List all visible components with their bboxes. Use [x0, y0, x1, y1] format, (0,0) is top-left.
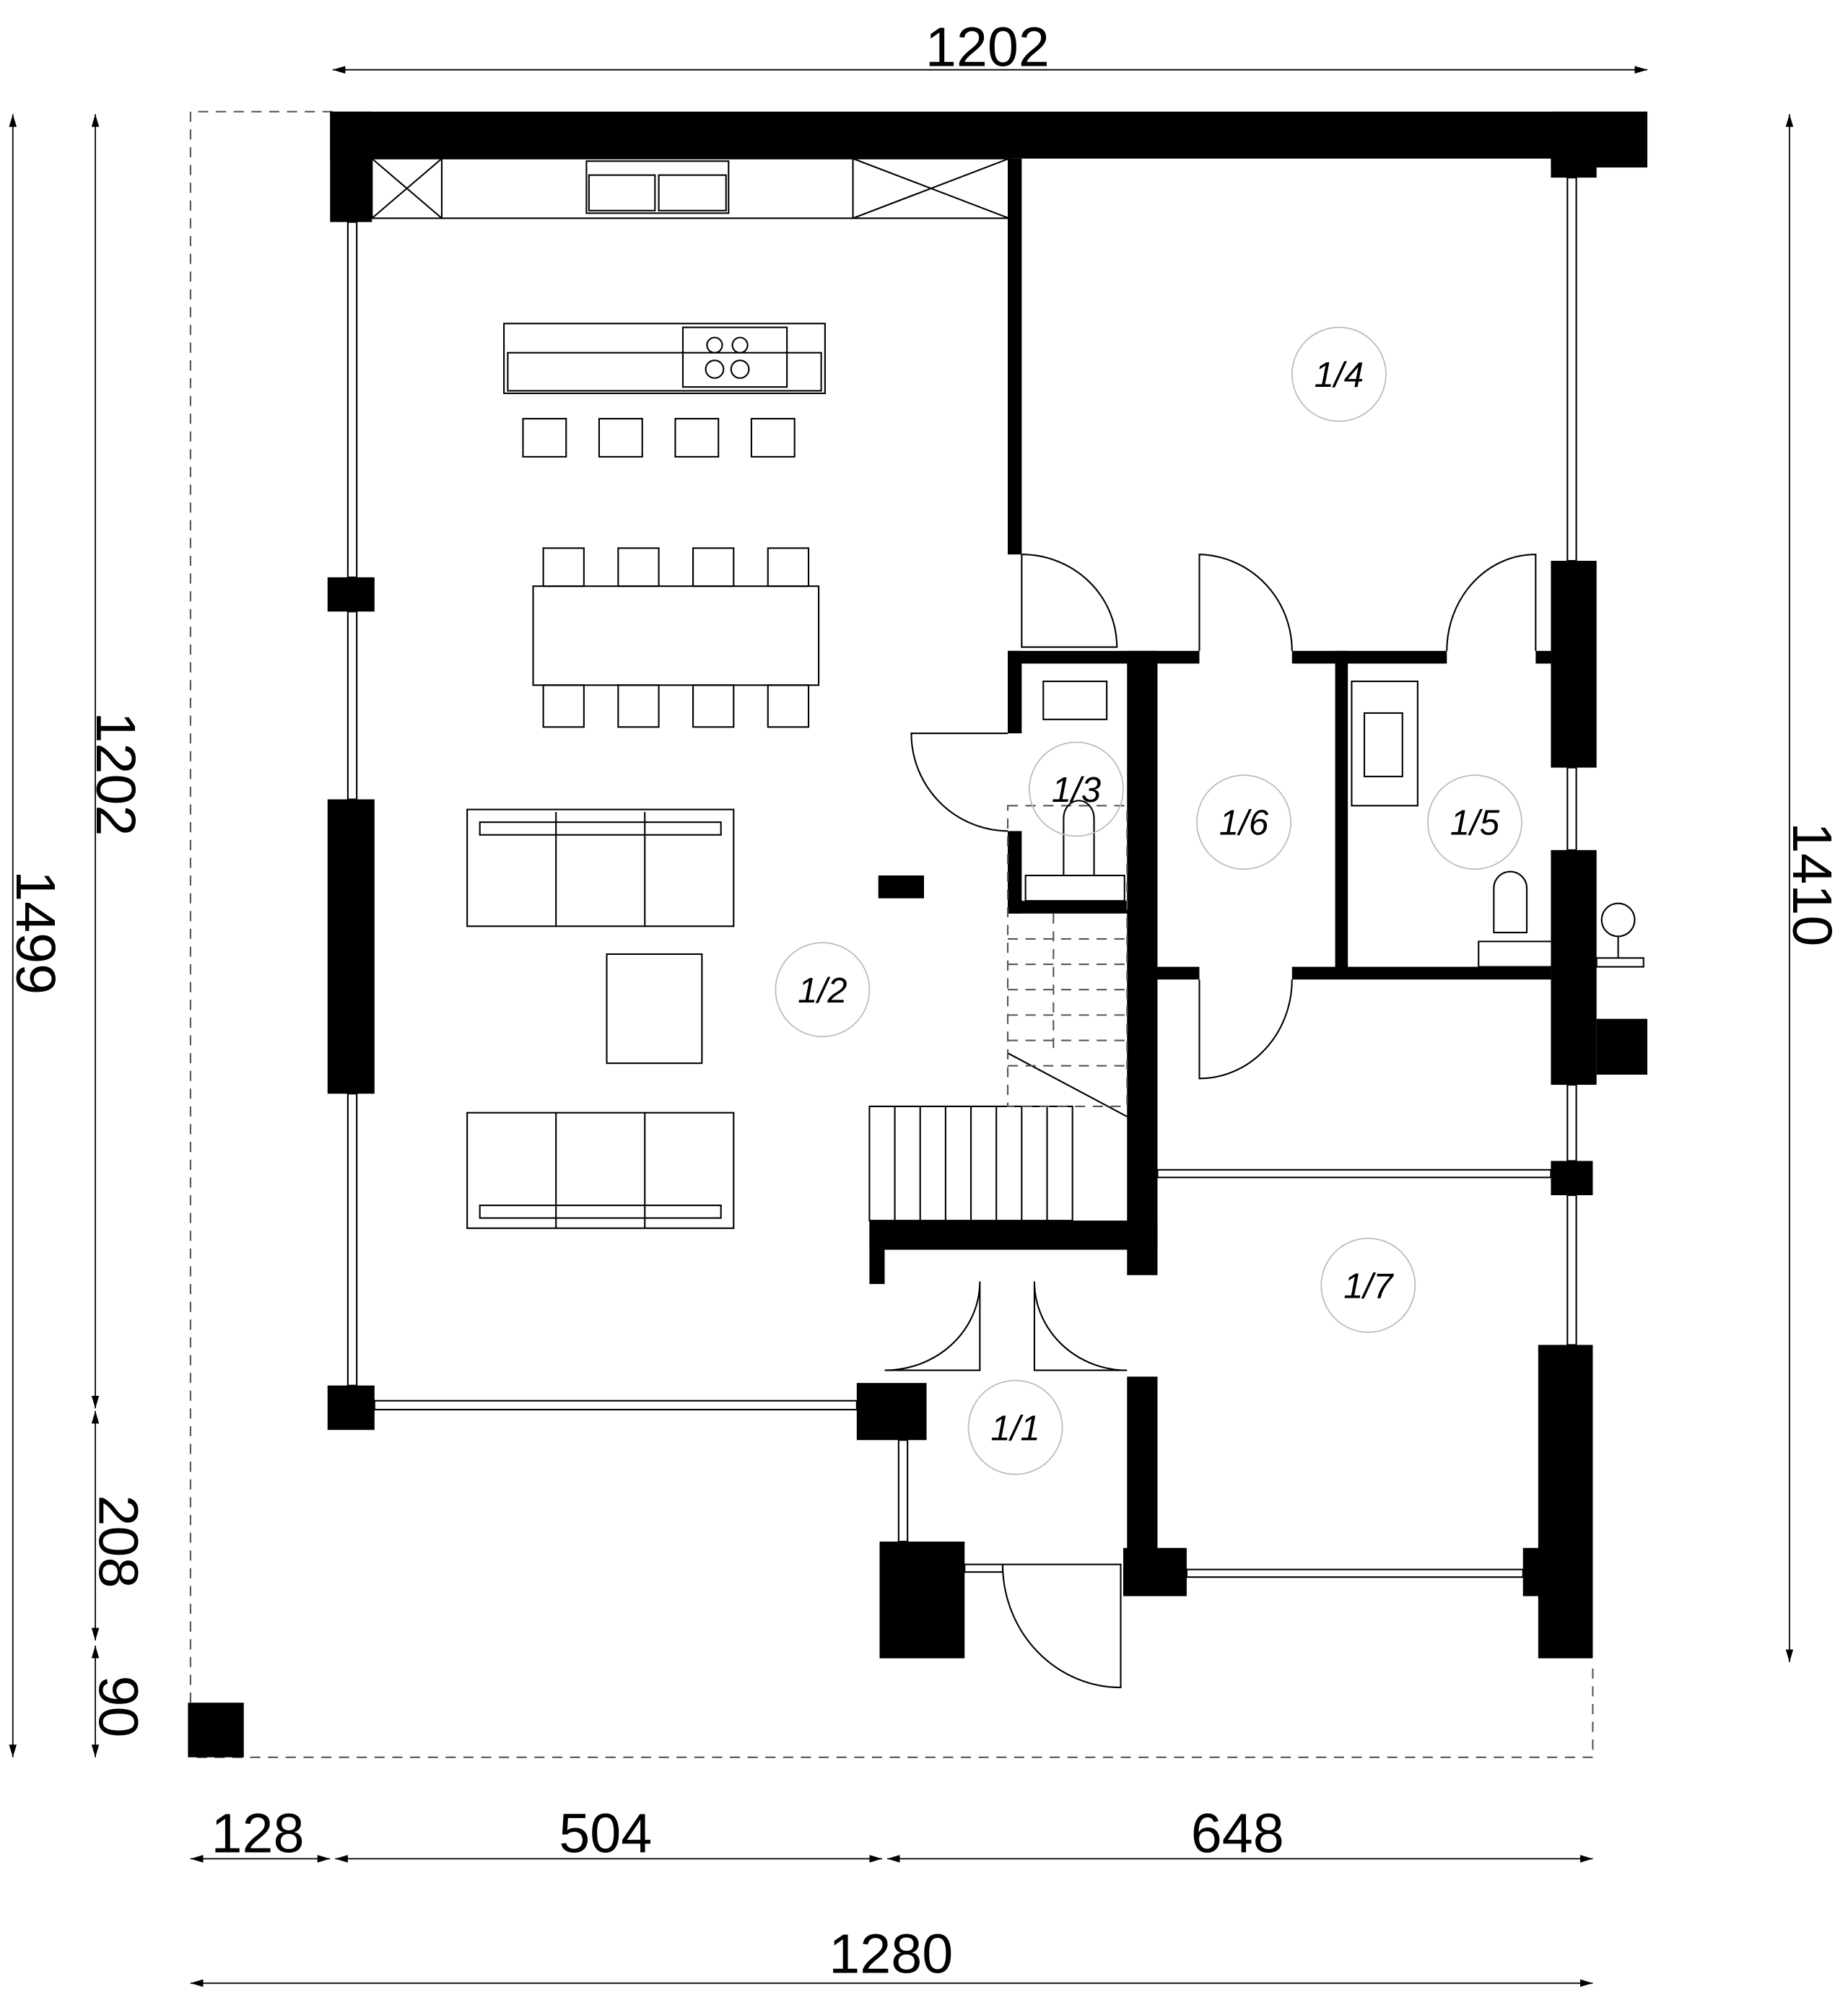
dim-right-height: 1410: [1781, 822, 1843, 946]
dim-bottom-total: 1280: [829, 1923, 953, 1986]
wc-toilet: [1063, 800, 1095, 877]
windows: [346, 177, 1577, 1578]
kitchen-island: [503, 323, 826, 395]
plot-outline: [188, 110, 1594, 1758]
room-labels: 1/4 1/3 1/6 1/5 1/2 1/7 1/1: [775, 326, 1522, 1475]
dim-bottom-c: 648: [1191, 1803, 1284, 1865]
dim-left-inner: 1202: [84, 712, 147, 836]
dim-left-bottom: 90: [87, 1675, 149, 1737]
dim-top-width: 1202: [925, 16, 1050, 78]
room-label-1-2: 1/2: [798, 971, 847, 1010]
room-label-1-5: 1/5: [1450, 803, 1500, 843]
door-1-6-top[interactable]: [1198, 554, 1293, 651]
corner-marker: [188, 1703, 244, 1757]
room-label-1-4: 1/4: [1315, 355, 1364, 395]
staircase: [868, 805, 1128, 1222]
dining-table: [532, 585, 820, 686]
dim-bottom-b: 504: [559, 1803, 652, 1865]
sofa-bottom: [466, 1111, 735, 1229]
door-1-5[interactable]: [1446, 554, 1537, 651]
door-1-4[interactable]: [1021, 554, 1118, 648]
walls: [327, 111, 1648, 1659]
dim-bottom-a: 128: [212, 1803, 305, 1865]
doors: [884, 554, 1537, 1689]
door-1-6-bottom[interactable]: [1198, 979, 1293, 1080]
bar-stools: [522, 418, 796, 458]
dim-left-mid: 208: [87, 1495, 149, 1588]
column: [878, 875, 924, 899]
room-label-1-3: 1/3: [1052, 770, 1101, 810]
dimension-labels: 1202 1499 1202 208 90 1410 128 504 648 1…: [4, 16, 1843, 1985]
door-1-1-left[interactable]: [884, 1281, 981, 1371]
dim-left-total: 1499: [4, 870, 66, 995]
bathroom-toilet: [1493, 870, 1528, 934]
sofa-top: [466, 808, 735, 927]
shower-fixture: [1600, 902, 1636, 938]
room-label-1-1: 1/1: [990, 1408, 1040, 1448]
door-1-1-right[interactable]: [1033, 1281, 1128, 1371]
bathroom-vanity: [1351, 680, 1418, 807]
coffee-table: [606, 953, 703, 1065]
dining-chairs: [542, 547, 810, 728]
door-1-3[interactable]: [910, 733, 1008, 832]
cooktop: [681, 326, 788, 388]
dimension-lines: [9, 66, 1794, 1987]
entrance-door[interactable]: [1001, 1563, 1122, 1689]
kitchen-sink: [585, 160, 730, 214]
wc-sink: [1042, 680, 1108, 720]
furniture: [371, 157, 1644, 1229]
kitchen-counter: [371, 157, 1010, 219]
room-label-1-6: 1/6: [1219, 803, 1269, 843]
room-label-1-7: 1/7: [1343, 1266, 1394, 1306]
